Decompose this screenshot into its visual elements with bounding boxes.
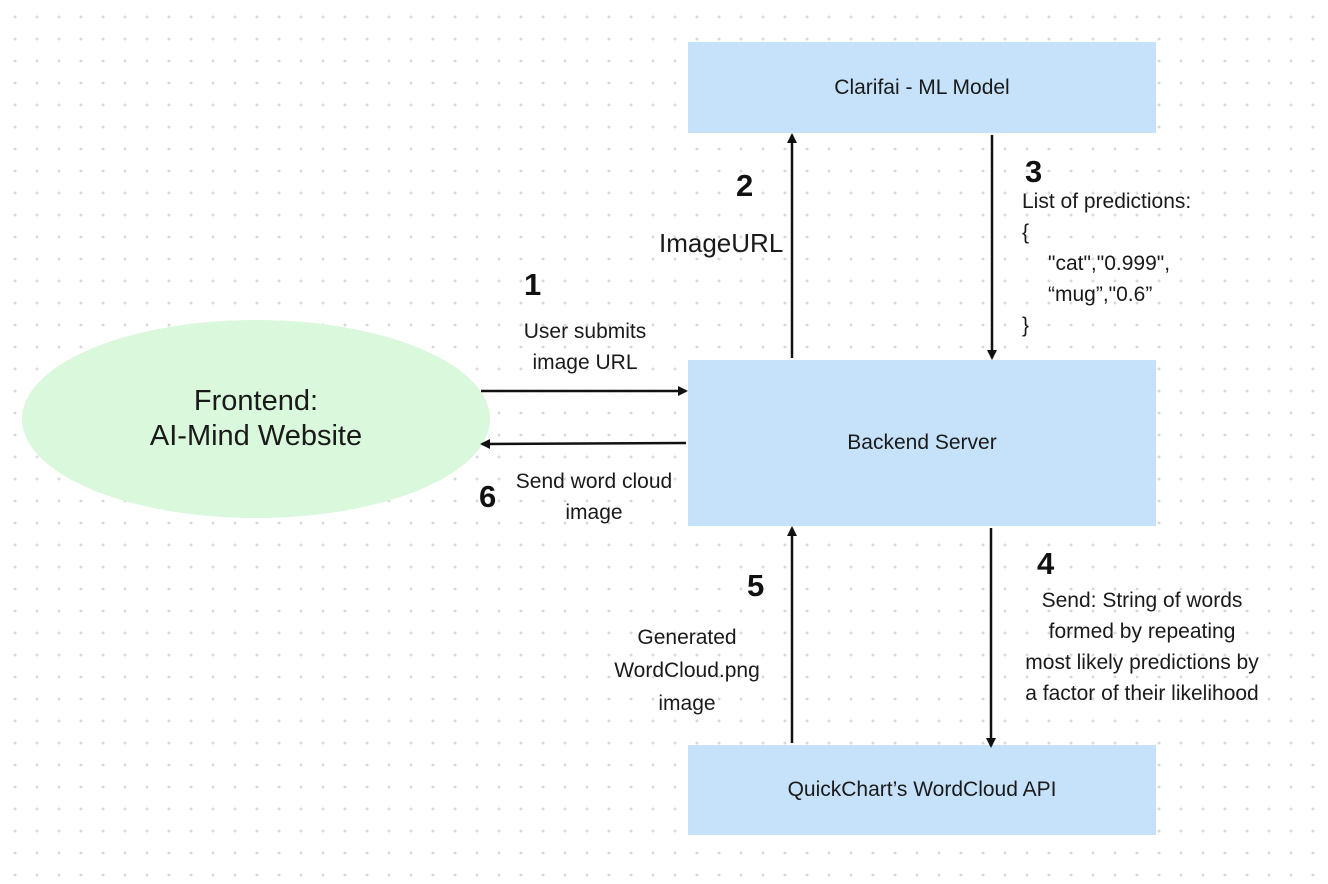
step-4-line2: formed by repeating — [1048, 620, 1236, 643]
step-1-label: User submits image URL — [505, 316, 665, 378]
step-2-number: 2 — [736, 168, 754, 203]
frontend-label-line2: AI-Mind Website — [149, 420, 363, 452]
quickchart-node: QuickChart’s WordCloud API — [688, 745, 1156, 835]
step-1-number: 1 — [524, 267, 542, 302]
step-6-number: 6 — [479, 479, 497, 514]
step-3-line4: “mug”,"0.6” — [1048, 283, 1153, 306]
step-5-label: Generated WordCloud.png image — [587, 621, 787, 720]
step-5-number: 5 — [747, 568, 765, 603]
clarifai-node: Clarifai - ML Model — [688, 42, 1156, 133]
step-3-label: List of predictions: { "cat","0.999", “m… — [1022, 186, 1191, 341]
step-4-label: Send: String of words formed by repeatin… — [1000, 585, 1284, 709]
quickchart-label: QuickChart’s WordCloud API — [787, 778, 1057, 801]
step-3-line1: List of predictions: — [1022, 190, 1192, 213]
step-1-line1: User submits — [523, 320, 647, 343]
step-6-label: Send word cloud image — [503, 466, 685, 528]
step-2-label: ImageURL — [659, 228, 784, 258]
step-6-line2: image — [565, 501, 623, 524]
step-5-line1: Generated — [637, 626, 737, 649]
step-5-line3: image — [658, 692, 716, 715]
step-3-number: 3 — [1025, 154, 1043, 189]
step-5-line2: WordCloud.png — [614, 659, 760, 682]
step-1-line2: image URL — [532, 351, 638, 374]
backend-label: Backend Server — [847, 431, 997, 454]
step-3-line2: { — [1022, 221, 1030, 244]
frontend-label-line1: Frontend: — [193, 385, 319, 417]
frontend-node: Frontend: AI-Mind Website — [22, 320, 490, 518]
step-4-number: 4 — [1037, 546, 1055, 581]
backend-server-node: Backend Server — [688, 360, 1156, 526]
step-3-line5: } — [1022, 314, 1030, 337]
step-6-line1: Send word cloud — [515, 470, 673, 493]
step-4-line1: Send: String of words — [1041, 589, 1243, 612]
step-3-line3: "cat","0.999", — [1048, 252, 1171, 275]
clarifai-label: Clarifai - ML Model — [834, 75, 1010, 99]
arrow-backend-to-frontend — [480, 438, 687, 449]
step-4-line3: most likely predictions by — [1025, 651, 1259, 674]
step-4-line4: a factor of their likelihood — [1025, 682, 1259, 705]
